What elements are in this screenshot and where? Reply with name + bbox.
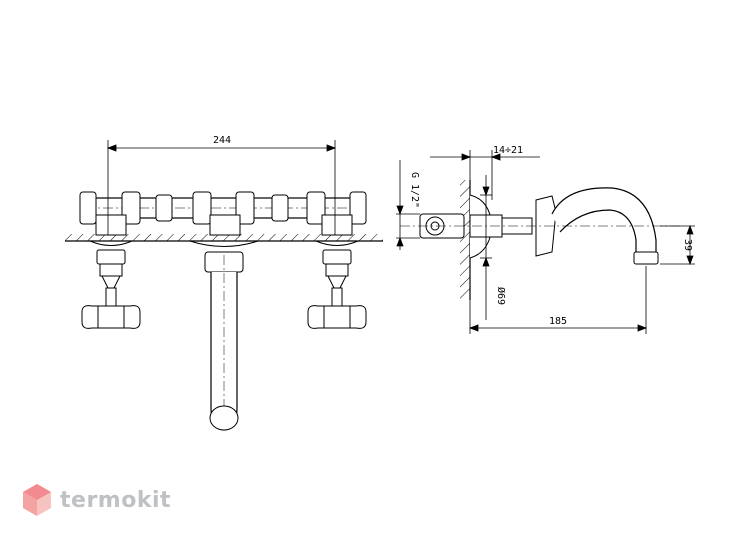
manifold-pipe — [79, 191, 367, 236]
brand-name: termokit — [60, 487, 172, 513]
dimension-spout-height — [660, 224, 695, 266]
dimension-244 — [106, 140, 337, 235]
termokit-logo-icon — [23, 484, 51, 516]
dim-width-label: 244 — [213, 135, 231, 146]
front-view — [65, 140, 383, 431]
front-spout — [189, 240, 259, 431]
dim-spout-height-label: 39 — [682, 239, 693, 251]
dim-projection-label: 185 — [549, 316, 567, 327]
brand-watermark: termokit — [22, 480, 171, 520]
dimension-offset — [430, 150, 540, 200]
dim-offset-label: 14÷21 — [493, 145, 523, 156]
dimension-projection — [468, 266, 648, 334]
side-view — [396, 150, 695, 334]
dimension-thread — [396, 160, 420, 250]
left-valve — [81, 240, 141, 329]
dim-rosette-label: Ø69 — [495, 287, 507, 305]
right-valve — [307, 240, 367, 329]
wall-surface — [65, 234, 383, 242]
side-wall — [460, 180, 471, 300]
dimension-rosette — [480, 175, 492, 320]
dim-thread-label: G 1/2" — [409, 172, 420, 208]
